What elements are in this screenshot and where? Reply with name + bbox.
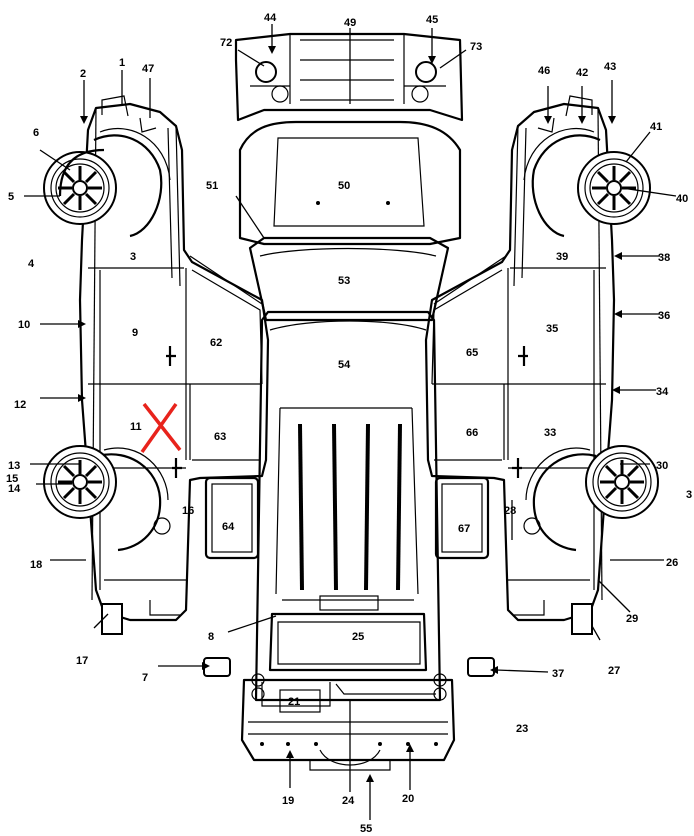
callout-54: 54: [338, 359, 351, 371]
callout-27: 27: [608, 665, 620, 677]
callout-72: 72: [220, 37, 232, 49]
callout-29: 29: [626, 613, 638, 625]
callout-73: 73: [470, 41, 482, 53]
callout-30: 30: [656, 460, 668, 472]
callout-18: 18: [30, 559, 42, 571]
front-top-view: [189, 32, 507, 771]
callout-14: 14: [8, 483, 21, 495]
callout-2: 2: [80, 68, 86, 80]
callout-65: 65: [466, 347, 478, 359]
callout-49: 49: [344, 17, 356, 29]
callout-12: 12: [14, 399, 26, 411]
callout-10: 10: [18, 319, 30, 331]
callout-20: 20: [402, 793, 414, 805]
callout-63: 63: [214, 431, 226, 443]
callout-44: 44: [264, 12, 277, 24]
callout-47: 47: [142, 63, 154, 75]
callout-35: 35: [546, 323, 558, 335]
callout-25: 25: [352, 631, 364, 643]
callout-40: 40: [676, 193, 688, 205]
callout-50: 50: [338, 180, 350, 192]
callout-6: 6: [33, 127, 39, 139]
callout-26: 26: [666, 557, 678, 569]
callout-62: 62: [210, 337, 222, 349]
callout-64: 64: [222, 521, 235, 533]
callout-28: 28: [504, 505, 516, 517]
callout-45: 45: [426, 14, 438, 26]
callout-41: 41: [650, 121, 662, 133]
callout-51: 51: [206, 180, 218, 192]
callout-67: 67: [458, 523, 470, 535]
callout-34: 34: [656, 386, 669, 398]
callout-24: 24: [342, 795, 355, 807]
callout-23: 23: [516, 723, 528, 735]
callout-7: 7: [142, 672, 148, 684]
callout-15: 15: [6, 473, 18, 485]
callout-43: 43: [604, 61, 616, 73]
callout-19: 19: [282, 795, 294, 807]
callout-13: 13: [8, 460, 20, 472]
callout-53: 53: [338, 275, 350, 287]
callout-5: 5: [8, 191, 14, 203]
callout-11: 11: [130, 421, 142, 433]
callout-33: 33: [544, 427, 556, 439]
callout-46: 46: [538, 65, 550, 77]
callout-17: 17: [76, 655, 88, 667]
callout-3: 3: [130, 251, 136, 263]
callout-39: 39: [556, 251, 568, 263]
callout-21: 21: [288, 696, 300, 708]
callout-66: 66: [466, 427, 478, 439]
callout-42: 42: [576, 67, 588, 79]
leader-lines: [24, 24, 677, 820]
callout-31: 3: [686, 489, 692, 501]
left-side-view: [42, 94, 270, 636]
callout-labels: 1 2 3 4 5 6 7 8 9 10 11 12 13 14 15 16 1…: [6, 12, 692, 835]
callout-55: 55: [360, 823, 372, 835]
callout-38: 38: [658, 252, 670, 264]
callout-16: 16: [182, 505, 194, 517]
callout-37: 37: [552, 668, 564, 680]
damage-x-mark: [140, 402, 182, 454]
callout-1: 1: [119, 57, 125, 69]
callout-4: 4: [28, 258, 35, 270]
callout-9: 9: [132, 327, 138, 339]
arrowheads: [78, 46, 622, 782]
callout-8: 8: [208, 631, 214, 643]
callout-36: 36: [658, 310, 670, 322]
